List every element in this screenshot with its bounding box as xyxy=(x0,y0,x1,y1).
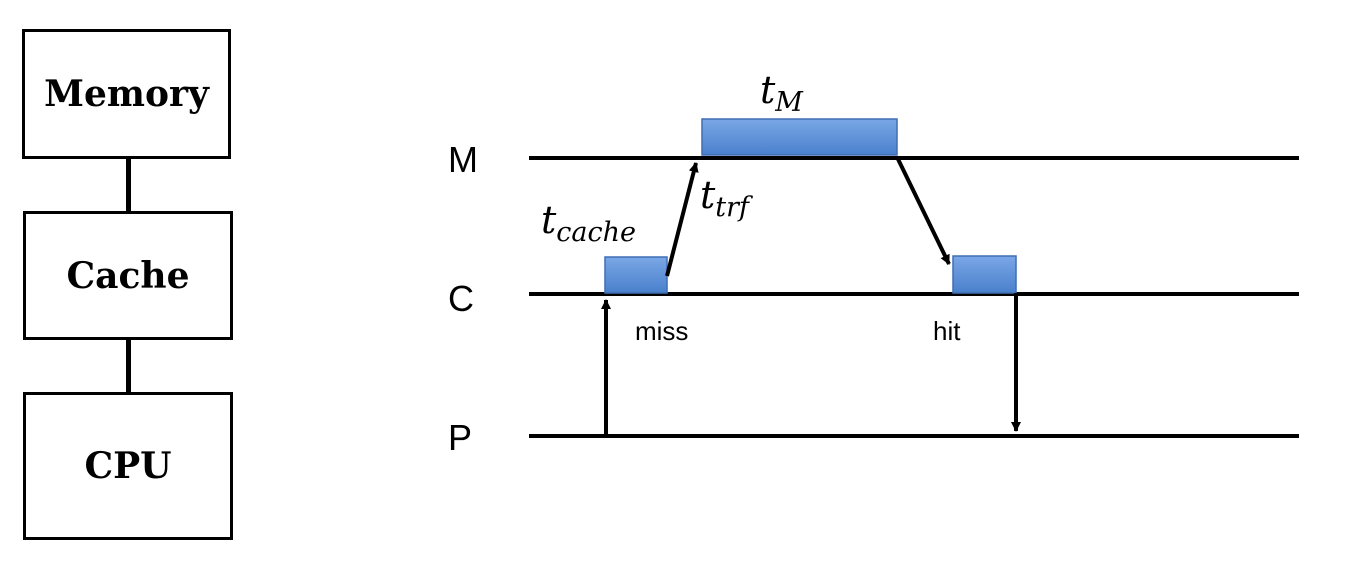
level-label-c: C xyxy=(448,278,474,319)
hit-label: hit xyxy=(933,316,961,346)
cache-hit-block xyxy=(952,255,1017,294)
cache-box: Cache xyxy=(23,211,233,340)
cpu-box: CPU xyxy=(23,392,233,540)
memory-label: Memory xyxy=(44,73,209,115)
memory-box: Memory xyxy=(22,29,231,159)
cache-cpu-connector xyxy=(126,340,131,392)
fill-arrow xyxy=(895,156,951,265)
cache-label: Cache xyxy=(66,254,190,297)
transfer-arrow xyxy=(665,162,699,277)
t-cache-label: tcache xyxy=(541,198,636,248)
miss-label: miss xyxy=(635,316,688,346)
t-m-label: tM xyxy=(760,68,804,118)
level-label-m: M xyxy=(448,139,478,180)
level-label-p: P xyxy=(448,417,472,458)
t-trf-label: ttrf xyxy=(700,173,753,223)
cpu-label: CPU xyxy=(84,445,172,487)
memory-access-block xyxy=(701,118,898,156)
cache-miss-block xyxy=(604,256,668,294)
memory-cache-connector xyxy=(126,159,131,211)
